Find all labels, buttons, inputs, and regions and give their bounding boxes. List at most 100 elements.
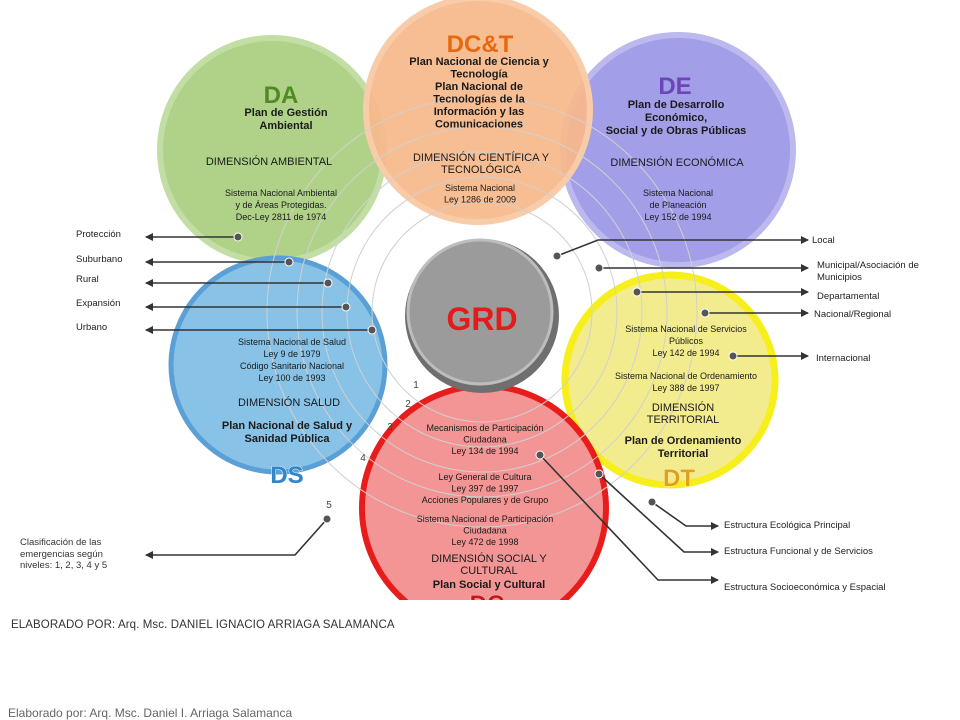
circle-da — [157, 35, 387, 265]
ds-plan-1: Sanidad Pública — [245, 433, 331, 445]
dt-dimension-0: DIMENSIÓN — [652, 401, 714, 414]
left-label-2: Suburbano — [76, 254, 123, 265]
dct-dimension-1: TECNOLÓGICA — [441, 163, 522, 176]
footer-credit: Elaborado por: Arq. Msc. Daniel I. Arria… — [8, 706, 293, 720]
dot-structure-1 — [647, 497, 657, 507]
dc-system-b-1: Ley 397 de 1997 — [451, 484, 518, 494]
dot-left-4 — [341, 302, 351, 312]
ds-system-0: Sistema Nacional de Salud — [238, 337, 346, 347]
dc-dimension-1: CULTURAL — [460, 565, 517, 577]
dt-dimension-1: TERRITORIAL — [647, 414, 720, 426]
dot-right-4 — [700, 308, 710, 318]
ring-level-2: 2 — [405, 399, 411, 410]
dot-right-5 — [728, 351, 738, 361]
right-label-1: Local — [812, 235, 835, 246]
dc-plan-0: Plan Social y Cultural — [433, 579, 545, 591]
dct-system-1: Ley 1286 de 2009 — [444, 195, 516, 205]
dt-code: DT — [663, 465, 695, 492]
circle-dct — [363, 0, 593, 225]
dt-plan-0: Plan de Ordenamiento — [625, 435, 742, 447]
de-plan-0: Plan de Desarrollo — [628, 99, 725, 111]
da-system-0: Sistema Nacional Ambiental — [225, 188, 337, 198]
dct-dimension-0: DIMENSIÓN CIENTÍFICA Y — [413, 151, 550, 164]
structure-label-1: Estructura Ecológica Principal — [724, 520, 851, 531]
dc-system-a-0: Mecanismos de Participación — [426, 423, 543, 433]
dc-system-a-2: Ley 134 de 1994 — [451, 446, 518, 456]
dot-right-2 — [594, 263, 604, 273]
dct-code: DC&T — [447, 31, 514, 58]
level-ring-5 — [266, 96, 698, 528]
level-ring-2 — [346, 176, 618, 448]
ds-dimension-0: DIMENSIÓN SALUD — [238, 396, 340, 409]
arrow-classification — [145, 518, 328, 559]
dot-left-3 — [323, 278, 333, 288]
dct-plan-5: Comunicaciones — [435, 119, 523, 131]
dc-system-c-1: Ciudadana — [463, 526, 507, 536]
dc-system-b-2: Acciones Populares y de Grupo — [422, 495, 549, 505]
classification-note: Clasificación de las emergencias según n… — [20, 537, 108, 571]
ds-system-3: Ley 100 de 1993 — [258, 373, 325, 383]
dct-plan-1: Tecnología — [450, 69, 508, 81]
left-label-4: Expansión — [76, 298, 121, 309]
da-system-2: Dec-Ley 2811 de 1974 — [236, 212, 326, 222]
dt-plan-1: Territorial — [658, 448, 709, 460]
de-plan-1: Económico, — [645, 112, 707, 124]
de-system-2: Ley 152 de 1994 — [644, 212, 711, 222]
level-ring-1 — [371, 201, 593, 423]
arrow-structure-2 — [598, 473, 719, 556]
dc-system-b-0: Ley General de Cultura — [438, 472, 531, 482]
right-label-4: Nacional/Regional — [814, 309, 892, 320]
dt-system-b-0: Sistema Nacional de Ordenamiento — [615, 371, 757, 381]
dct-plan-3: Tecnologías de la — [433, 94, 525, 106]
ring-level-1: 1 — [413, 380, 419, 391]
level-ring-4 — [296, 126, 668, 498]
da-code: DA — [264, 82, 299, 109]
dc-code: DC — [470, 591, 505, 600]
de-plan-2: Social y de Obras Públicas — [606, 125, 747, 137]
dot-left-2 — [284, 257, 294, 267]
dc-dimension-0: DIMENSIÓN SOCIAL Y — [431, 552, 547, 565]
structure-label-3: Estructura Socioeconómica y Espacial — [724, 582, 886, 593]
structure-label-2: Estructura Funcional y de Servicios — [724, 546, 873, 557]
ring-level-4: 4 — [360, 453, 366, 464]
dot-classification — [322, 514, 332, 524]
ds-system-1: Ley 9 de 1979 — [263, 349, 320, 359]
dot-right-3 — [632, 287, 642, 297]
dt-system-b-1: Ley 388 de 1997 — [652, 383, 719, 393]
dot-right-1 — [552, 251, 562, 261]
ds-code: DS — [270, 462, 303, 489]
dot-structure-2 — [594, 469, 604, 479]
ds-system-2: Código Sanitario Nacional — [240, 361, 344, 371]
da-plan-0: Plan de Gestión — [244, 107, 327, 119]
dot-left-1 — [233, 232, 243, 242]
grd-circle — [406, 238, 554, 386]
ring-level-3: 3 — [387, 422, 393, 433]
left-label-3: Rural — [76, 274, 99, 285]
right-label-3: Departamental — [817, 291, 880, 302]
right-label-5: Internacional — [816, 353, 871, 364]
ring-level-5: 5 — [326, 500, 332, 511]
arrow-right-1 — [556, 236, 809, 257]
dc-system-c-0: Sistema Nacional de Participación — [417, 514, 554, 524]
ds-plan-0: Plan Nacional de Salud y — [222, 420, 353, 432]
dct-plan-4: Información y las — [434, 106, 524, 118]
dct-system-0: Sistema Nacional — [445, 183, 515, 193]
dt-system-a-2: Ley 142 de 1994 — [652, 348, 719, 358]
de-code: DE — [658, 73, 691, 100]
credit-author: Arq. Msc. DANIEL IGNACIO ARRIAGA SALAMAN… — [117, 619, 395, 631]
dot-structure-3 — [535, 450, 545, 460]
dot-left-5 — [367, 325, 377, 335]
dt-system-a-0: Sistema Nacional de Servicios — [625, 324, 747, 334]
dt-system-a-1: Públicos — [669, 336, 704, 346]
circle-de — [560, 32, 796, 268]
dct-plan-2: Plan Nacional de — [435, 81, 523, 93]
de-system-1: de Planeación — [649, 200, 706, 210]
da-dimension-0: DIMENSIÓN AMBIENTAL — [206, 155, 332, 168]
dct-plan-0: Plan Nacional de Ciencia y — [409, 56, 549, 68]
left-label-5: Urbano — [76, 322, 108, 333]
left-label-1: Protección — [76, 229, 121, 240]
grd-label: GRD — [446, 301, 517, 337]
dc-system-c-2: Ley 472 de 1998 — [451, 537, 518, 547]
